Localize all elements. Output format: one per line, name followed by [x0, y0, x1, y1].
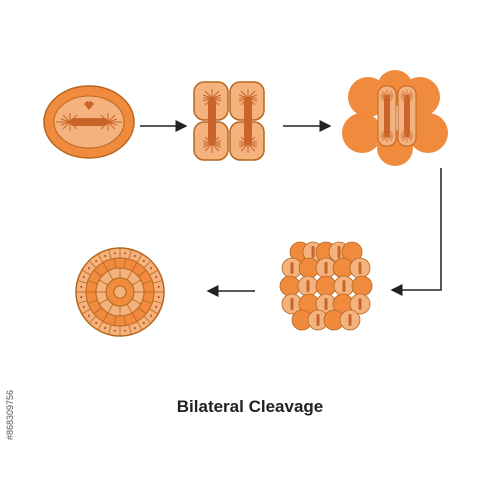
- blastula-cell-border: [93, 307, 102, 315]
- diagram-title: Bilateral Cleavage: [176, 397, 324, 416]
- blastula-cell-border: [113, 258, 117, 269]
- blastula-nucleus: [113, 252, 117, 255]
- morula-spindle: [316, 314, 320, 326]
- blastula-nucleus: [149, 267, 153, 270]
- blastula-cell-border: [131, 279, 141, 286]
- blastula-cell-border: [107, 271, 114, 281]
- blastula-nucleus: [80, 295, 83, 299]
- blastula-cell-border: [126, 271, 133, 281]
- blastula-cell-border: [123, 315, 127, 326]
- blastula-cell-border: [99, 279, 109, 286]
- blastula-nucleus: [133, 326, 137, 330]
- blastula-cell-border: [81, 269, 91, 276]
- blastula-cell-border: [108, 249, 112, 260]
- blastula-nucleus: [142, 321, 145, 325]
- blastula-cell-border: [77, 280, 88, 284]
- blastula-nucleus: [80, 285, 83, 289]
- blastula-nucleus: [87, 314, 91, 317]
- morula-spindle: [358, 262, 362, 274]
- morula-cell: [351, 275, 373, 297]
- blastula-cell-border: [123, 258, 127, 269]
- blastula-cell-border: [152, 280, 163, 284]
- blastula-cell-border: [143, 315, 152, 324]
- stage-blastula: [75, 247, 165, 337]
- morula-spindle: [311, 246, 315, 258]
- blastula-cell-border: [99, 298, 109, 305]
- blastula-cell-border: [93, 269, 102, 277]
- morula-spindle: [358, 298, 362, 310]
- morula-cell: [315, 275, 337, 297]
- blastula-cell-border: [126, 303, 133, 313]
- blastula-cell-border: [113, 315, 117, 326]
- stage-morula: [279, 241, 373, 331]
- blastula-nucleus: [154, 275, 158, 279]
- blastula-cell-border: [88, 260, 97, 269]
- blastula-cell-border: [77, 300, 88, 304]
- blastula-cell-border: [97, 321, 104, 331]
- morula-cell: [279, 275, 301, 297]
- blastula-nucleus: [103, 254, 107, 258]
- blastula-cell-border: [143, 260, 152, 269]
- blastula-cell-border: [131, 262, 138, 272]
- blastula-cell-border: [87, 279, 98, 285]
- morula-spindle: [324, 298, 328, 310]
- morula-spindle: [337, 246, 341, 258]
- arrow-3: [390, 168, 442, 296]
- blastula-cell-border: [87, 299, 98, 305]
- blastula-cell-border: [152, 300, 163, 304]
- blastula-nucleus: [149, 314, 153, 317]
- blastula-cell-border: [149, 269, 159, 276]
- blastula-cell-border: [149, 308, 159, 315]
- blastula-nucleus: [95, 259, 98, 263]
- blastula-nucleus: [123, 329, 127, 332]
- blastula-cell-border: [142, 279, 153, 285]
- blastula-nucleus: [87, 267, 91, 270]
- blastula-cell-border: [107, 303, 114, 313]
- blastula-nucleus: [113, 329, 117, 332]
- blastula-cell-border: [138, 307, 147, 315]
- blastula-nucleus: [82, 305, 86, 309]
- blastula-cell-border: [88, 315, 97, 324]
- morula-spindle: [306, 280, 310, 292]
- morula-spindle: [348, 314, 352, 326]
- morula-spindle: [290, 298, 294, 310]
- blastula-cell-border: [131, 298, 141, 305]
- blastula-nucleus: [123, 252, 127, 255]
- morula-spindle: [342, 280, 346, 292]
- morula-spindle: [290, 262, 294, 274]
- blastula-nucleus: [154, 305, 158, 309]
- blastula-nucleus: [82, 275, 86, 279]
- blastula-cell-border: [102, 312, 109, 322]
- blastula-cell-border: [138, 269, 147, 277]
- blastula-cell-border: [108, 324, 112, 335]
- blastula-nucleus: [133, 254, 137, 258]
- stage-8-cell: [342, 70, 448, 166]
- blastula-cell-border: [136, 253, 143, 263]
- blastula-nucleus: [142, 259, 145, 263]
- blastula-cell-border: [131, 312, 138, 322]
- stage-2-cell: [43, 85, 135, 159]
- blastula-cell-border: [102, 262, 109, 272]
- blastula-nucleus: [95, 321, 98, 325]
- blastula-cell-border: [81, 308, 91, 315]
- morula-spindle: [324, 262, 328, 274]
- blastula-cell-border: [136, 321, 143, 331]
- blastula-nucleus: [103, 326, 107, 330]
- blastula-cell-border: [97, 253, 104, 263]
- blastula-cell-border: [128, 324, 132, 335]
- blastula-nucleus: [157, 285, 160, 289]
- stage-4-cell: [193, 81, 265, 161]
- blastula-nucleus: [157, 295, 160, 299]
- blastula-cell-border: [128, 249, 132, 260]
- blastula-cell-border: [142, 299, 153, 305]
